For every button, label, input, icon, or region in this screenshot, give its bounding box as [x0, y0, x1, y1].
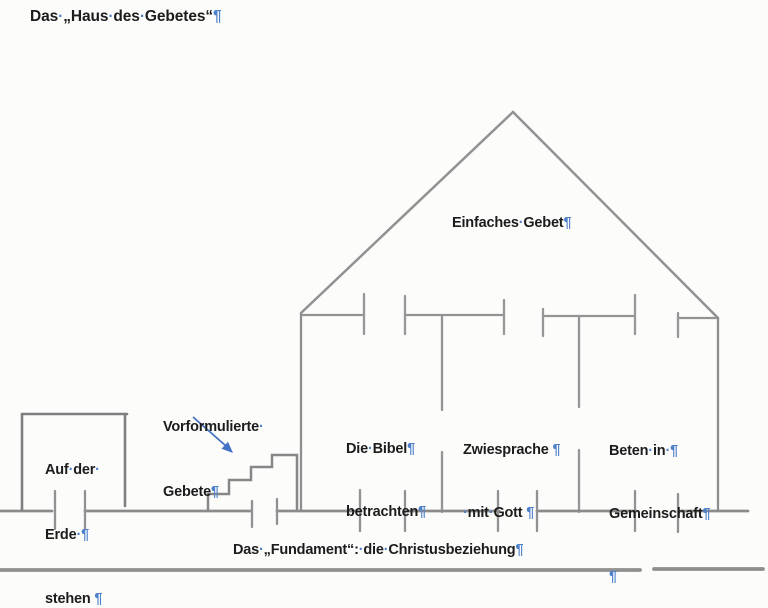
- room-label-line: Die·Bibel¶: [346, 441, 415, 457]
- room-partitions: [440, 314, 581, 514]
- room-label-line: ·mit·Gott ¶: [463, 505, 535, 521]
- stairs-label-line: Vorformulierte·: [163, 419, 264, 435]
- roof-outline: [299, 110, 720, 320]
- roof-room-label: Einfaches·Gebet¶: [452, 215, 572, 231]
- room-label-line: Zwiesprache ¶: [463, 442, 561, 458]
- floor-door-ticks: [53, 488, 680, 534]
- stairs-label: Vorformulierte· Gebete¶: [163, 374, 264, 546]
- ground-box-label-line: Erde·¶: [45, 526, 89, 543]
- ground-box: [20, 412, 129, 512]
- room-label-bibel: Die·Bibel¶ betrachten¶: [346, 397, 426, 565]
- arrow-icon: [192, 416, 233, 453]
- room-label-line: Beten·in·¶: [609, 443, 678, 459]
- stairs-label-line: Gebete¶: [163, 483, 219, 500]
- room-label-line: ¶: [609, 569, 617, 585]
- room-label-line: betrachten¶: [346, 504, 427, 520]
- foundation-label: Das·„Fundament“:·die·Christusbeziehung¶: [233, 542, 524, 558]
- ground-box-label: Auf·der· Erde·¶ stehen ¶: [45, 417, 102, 608]
- room-label-zwiesprache: Zwiesprache ¶ ·mit·Gott ¶: [463, 398, 561, 566]
- baseline: [0, 567, 765, 572]
- eaves-line: [300, 313, 718, 320]
- page-title: Das·„Haus·des·Gebetes“¶: [30, 8, 222, 25]
- stairs: [206, 453, 299, 513]
- ground-box-label-line: Auf·der·: [45, 462, 100, 478]
- eaves-door-ticks: [362, 292, 680, 339]
- room-label-line: Gemeinschaft¶: [609, 506, 711, 522]
- ground-box-label-line: stehen ¶: [45, 591, 103, 607]
- room-label-gemeinschaft: Beten·in·¶ Gemeinschaft¶ ¶: [609, 399, 711, 608]
